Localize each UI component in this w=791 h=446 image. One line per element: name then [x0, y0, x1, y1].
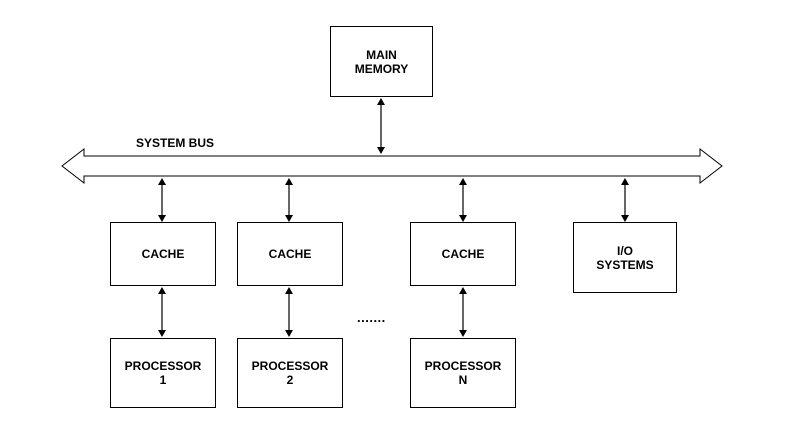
cache-2-label: CACHE — [268, 247, 312, 261]
main-memory-label-line2: MEMORY — [354, 61, 409, 76]
processor-n-label-line2: N — [458, 373, 468, 387]
cache-1-label: CACHE — [141, 247, 185, 261]
io-label-line1: I/O — [616, 243, 633, 258]
main-memory-label-line1: MAIN — [366, 47, 397, 62]
processor-n-label-line1: PROCESSOR — [424, 359, 502, 373]
cache-box-1: CACHE — [110, 222, 216, 286]
io-systems-box: I/O SYSTEMS — [573, 222, 677, 293]
main-memory-box: MAIN MEMORY — [330, 26, 433, 97]
processor-box-2: PROCESSOR 2 — [237, 338, 343, 408]
system-bus-label: SYSTEM BUS — [136, 136, 215, 150]
processor-ellipsis: ....... — [357, 310, 386, 325]
processor-box-1: PROCESSOR 1 — [110, 338, 216, 408]
processor-1-label-line2: 1 — [159, 373, 167, 387]
cache-n-label: CACHE — [441, 247, 485, 261]
processor-1-label-line1: PROCESSOR — [124, 359, 202, 373]
io-label-line2: SYSTEMS — [596, 257, 654, 272]
processor-2-label-line2: 2 — [286, 373, 294, 387]
processor-box-n: PROCESSOR N — [410, 338, 516, 408]
cache-box-2: CACHE — [237, 222, 343, 286]
processor-2-label-line1: PROCESSOR — [251, 359, 329, 373]
system-bus-arrow — [61, 147, 723, 185]
cache-box-n: CACHE — [410, 222, 516, 286]
